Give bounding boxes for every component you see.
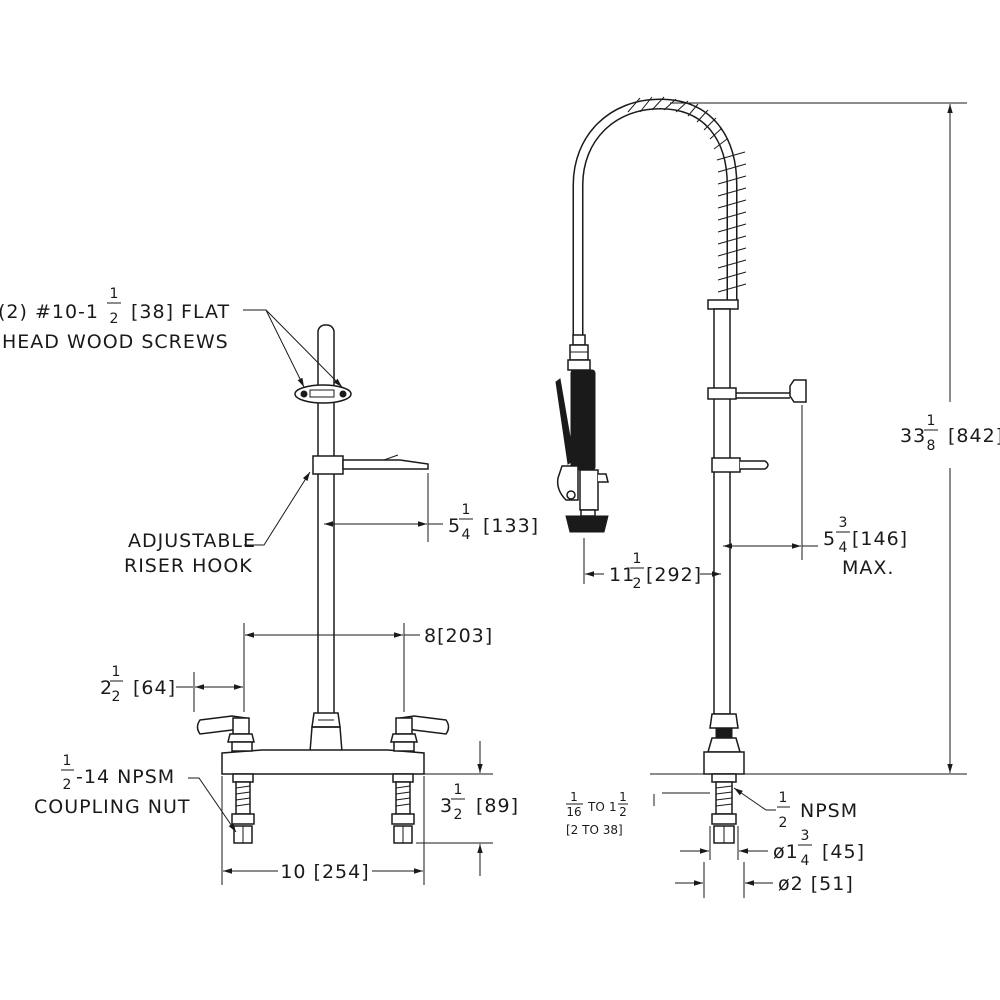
svg-text:1: 1 [462,502,471,518]
screws-leader [243,309,343,388]
hose-connector [569,334,589,361]
side-shank [711,773,737,844]
svg-text:2: 2 [100,677,113,699]
svg-text:[292]: [292] [646,564,702,586]
svg-text:ADJUSTABLE: ADJUSTABLE [128,530,256,552]
svg-text:[45]: [45] [822,841,865,863]
svg-text:1: 1 [63,753,72,769]
left-handle [196,715,255,752]
svg-text:1: 1 [619,790,627,804]
svg-text:[842]: [842] [948,425,1000,447]
diameter-51-dimension: ø2 [51] [675,862,854,898]
right-shank [391,773,415,844]
svg-text:-14 NPSM: -14 NPSM [76,766,175,788]
screws-label: (2) #10-1 1 2 [38] FLAT HEAD WOOD SCREWS [0,286,230,353]
coupling-nut-label: 1 2 -14 NPSM COUPLING NUT [34,753,237,833]
side-wall-bracket [707,379,807,403]
side-riser-hook [711,457,769,473]
pre-rinse-hose [572,98,738,340]
svg-text:[2 TO 38]: [2 TO 38] [566,823,623,837]
svg-text:5: 5 [823,528,836,550]
svg-text:2: 2 [110,311,119,327]
side-view: 33 1 8 [842] 5 3 4 [146] MAX. 11 1 2 [555,96,1000,898]
svg-text:11: 11 [609,564,635,586]
spray-valve [555,359,609,533]
svg-text:4: 4 [801,853,810,869]
center-spout-base [309,712,343,753]
svg-text:3: 3 [801,828,810,844]
svg-text:2: 2 [63,777,72,793]
spray-reach-dimension: 11 1 2 [292] [583,538,721,592]
centers-dimension: 8[203] [243,623,493,712]
svg-text:MAX.: MAX. [842,557,894,579]
deck-thickness-dimension: 1 16 TO 1 1 2 [2 TO 38] [566,790,710,837]
svg-text:[133]: [133] [483,515,539,537]
svg-text:(2) #10-1: (2) #10-1 [0,301,99,323]
svg-text:1: 1 [633,551,642,567]
svg-text:1: 1 [454,782,463,798]
riser-hook [312,454,429,475]
shank-length-dimension: 3 1 2 [89] [416,741,519,876]
svg-text:NPSM: NPSM [800,800,858,822]
svg-text:3: 3 [440,795,453,817]
left-shank [231,773,255,844]
svg-text:2: 2 [454,807,463,823]
svg-text:RISER HOOK: RISER HOOK [124,555,253,577]
wall-bracket [294,384,352,404]
svg-text:[38] FLAT: [38] FLAT [131,301,230,323]
svg-text:4: 4 [839,540,848,556]
svg-text:1: 1 [927,413,936,429]
svg-text:ø2 [51]: ø2 [51] [778,873,854,895]
side-base [703,713,745,775]
npsm-label: 1 2 NPSM [733,787,858,831]
hook-leader [244,471,311,546]
offset-dimension: 2 1 2 [64] [100,664,243,712]
svg-text:1: 1 [112,664,121,680]
hook-label: ADJUSTABLE RISER HOOK [124,530,256,577]
svg-text:33: 33 [900,425,926,447]
svg-text:8[203]: 8[203] [424,625,493,647]
svg-text:3: 3 [839,515,848,531]
right-handle [390,715,450,752]
svg-text:2: 2 [633,576,642,592]
riser-pipe [317,324,335,721]
svg-text:[89]: [89] [476,795,519,817]
width-dimension: 10 [254] [221,776,425,885]
svg-text:8: 8 [927,438,936,454]
hook-max-dimension: 5 3 4 [146] MAX. [723,405,908,579]
svg-text:4: 4 [462,527,471,543]
svg-text:TO: TO [587,800,605,814]
svg-text:1: 1 [779,790,788,806]
svg-text:[146]: [146] [852,528,908,550]
svg-text:1: 1 [110,286,119,302]
svg-text:ø1: ø1 [773,841,799,863]
front-view: (2) #10-1 1 2 [38] FLAT HEAD WOOD SCREWS… [0,286,539,885]
svg-text:2: 2 [779,815,788,831]
side-riser-pipe [713,308,731,715]
svg-text:2: 2 [112,689,121,705]
overall-height-dimension: 33 1 8 [842] [650,102,1000,775]
hook-reach-dimension: 5 1 4 [133] [324,473,539,543]
svg-text:COUPLING NUT: COUPLING NUT [34,796,190,818]
diameter-45-dimension: ø1 3 4 [45] [680,826,865,869]
svg-text:2: 2 [619,805,627,819]
svg-text:1: 1 [609,800,617,814]
svg-text:16: 16 [566,805,581,819]
svg-text:5: 5 [448,515,461,537]
svg-text:10 [254]: 10 [254] [280,861,369,883]
svg-text:[64]: [64] [133,677,176,699]
svg-text:1: 1 [570,790,578,804]
svg-text:HEAD WOOD SCREWS: HEAD WOOD SCREWS [2,331,229,353]
deck-body [221,749,425,775]
